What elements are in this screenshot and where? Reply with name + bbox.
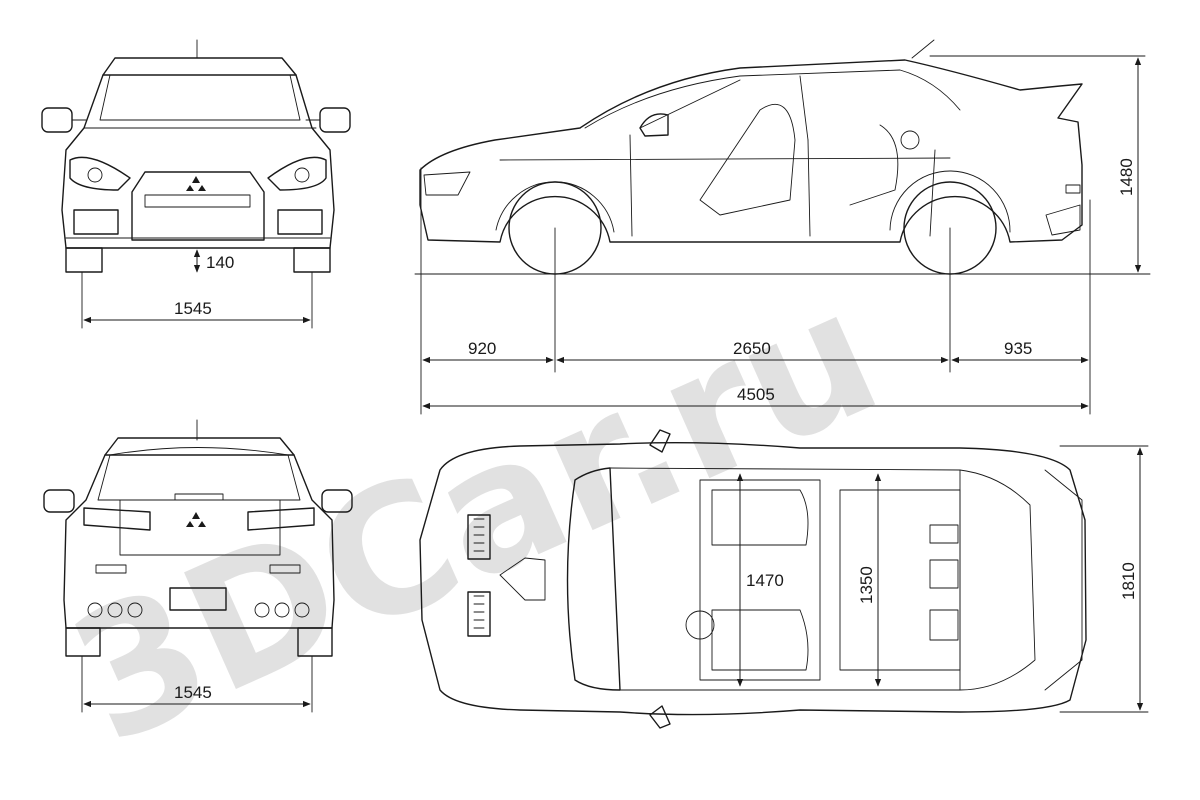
dim-rear-track: 1545	[174, 683, 212, 702]
front-view	[41, 39, 351, 273]
dimension-lines	[81, 55, 1149, 713]
dim-wheelbase: 2650	[733, 339, 771, 358]
dim-front-overhang: 920	[468, 339, 496, 358]
side-view	[414, 39, 1151, 275]
dim-front-ground-clearance: 140	[206, 253, 234, 272]
rear-view	[43, 419, 353, 657]
dim-overall-length: 4505	[737, 385, 775, 404]
dim-front-track: 1545	[174, 299, 212, 318]
top-view	[419, 429, 1087, 729]
dim-overall-height: 1480	[1117, 158, 1136, 196]
dim-overall-width: 1810	[1119, 562, 1138, 600]
dim-rear-overhang: 935	[1004, 339, 1032, 358]
dim-interior-width-front: 1470	[746, 571, 784, 590]
dim-interior-width-rear: 1350	[857, 566, 876, 604]
